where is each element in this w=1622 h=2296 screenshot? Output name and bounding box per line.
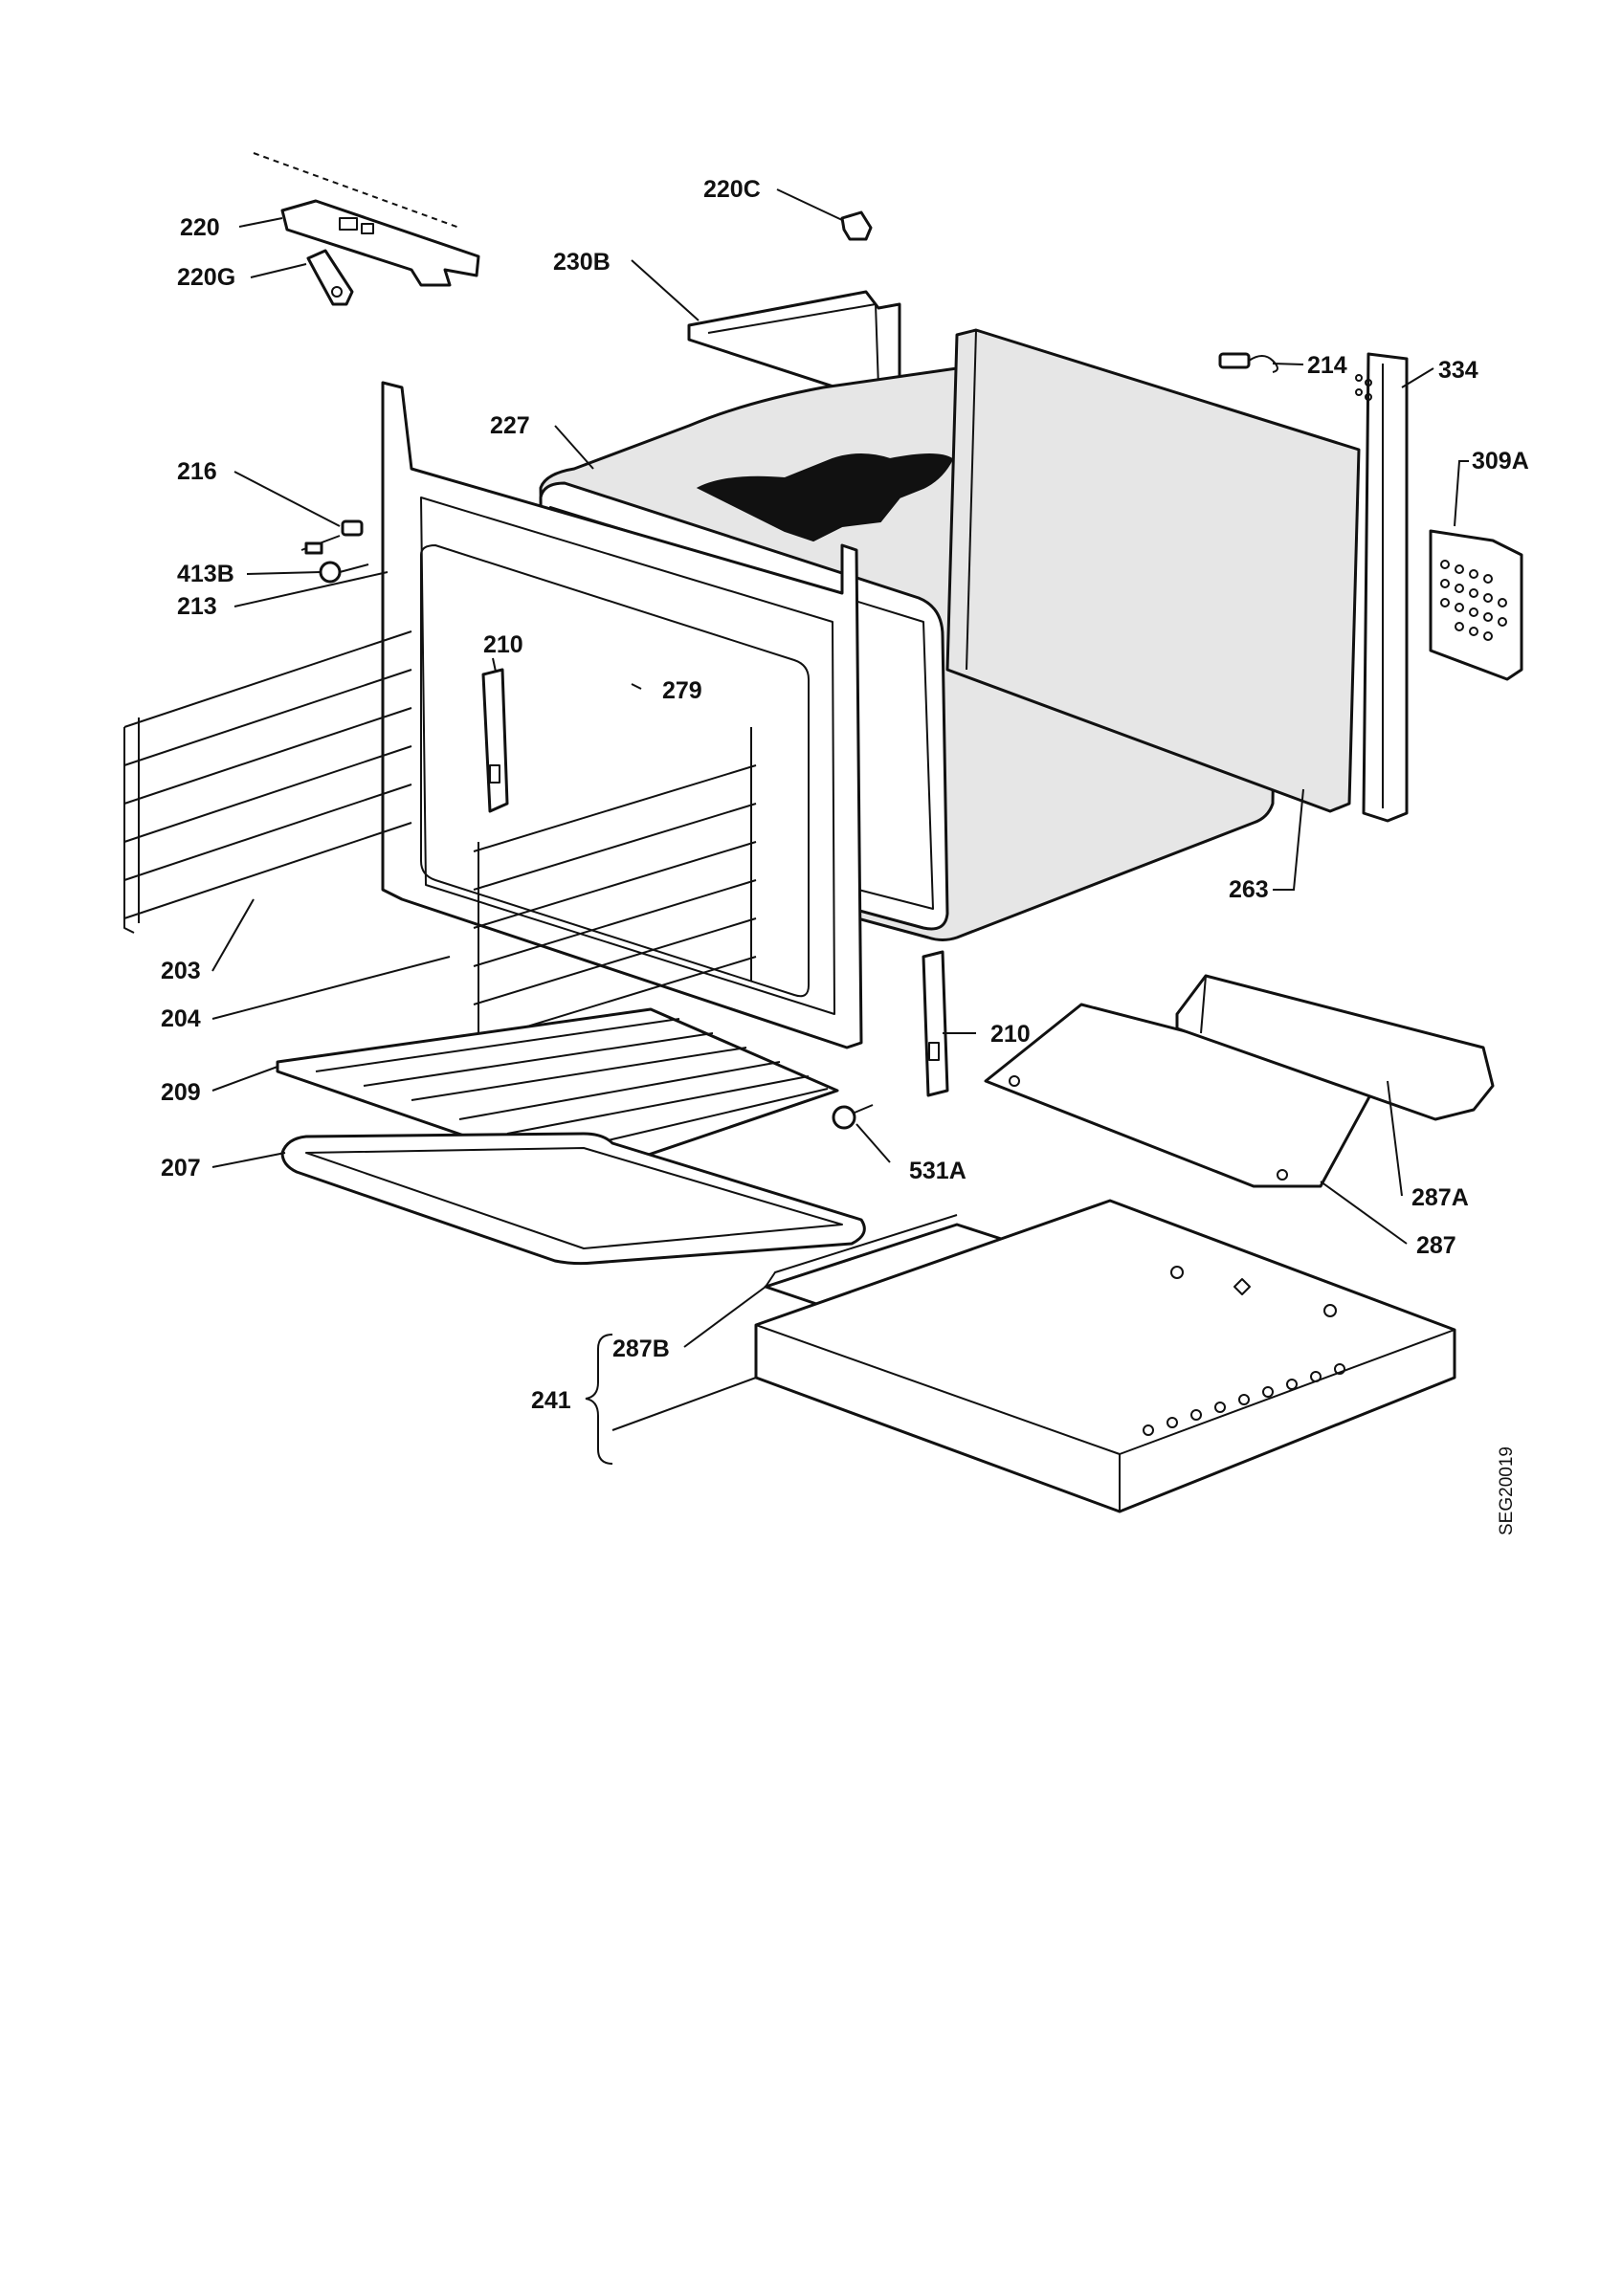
callout-204: 204 — [161, 1005, 201, 1032]
callout-334: 334 — [1438, 357, 1478, 384]
leader-lines — [211, 188, 1469, 1465]
callout-220C: 220C — [703, 176, 761, 203]
callout-309A: 309A — [1472, 448, 1529, 475]
callout-220: 220 — [180, 214, 220, 241]
callout-413B: 413B — [177, 561, 234, 587]
callout-230B: 230B — [553, 249, 611, 276]
part-214-sensor — [1218, 352, 1278, 373]
callout-287: 287 — [1416, 1232, 1456, 1259]
callout-279: 279 — [662, 677, 702, 704]
part-309A-back-plate — [1429, 529, 1523, 681]
callout-labels: 220 220C 220G 230B 214 334 227 309A 216 … — [161, 176, 1529, 1535]
part-241-bottom-tray — [754, 1199, 1456, 1513]
callout-216: 216 — [177, 458, 217, 485]
part-203-left-runner — [123, 630, 412, 934]
callout-203: 203 — [161, 958, 201, 984]
callout-213: 213 — [177, 593, 217, 620]
part-216-screw — [300, 519, 364, 555]
part-263-insulation — [945, 328, 1361, 813]
part-207-baking-tray — [280, 1132, 866, 1266]
part-531A-screw — [832, 1104, 874, 1130]
callout-287A: 287A — [1411, 1184, 1469, 1211]
callout-241: 241 — [531, 1387, 571, 1414]
callout-287B: 287B — [612, 1336, 670, 1362]
callout-207: 207 — [161, 1155, 201, 1181]
part-287-shield — [984, 1003, 1380, 1188]
callout-210-upper: 210 — [483, 631, 523, 658]
callout-214: 214 — [1307, 352, 1347, 379]
part-209-wire-shelf — [276, 1007, 839, 1179]
part-287A-channel — [1175, 974, 1495, 1121]
callout-220G: 220G — [177, 264, 235, 291]
part-334-side-panel — [1355, 352, 1409, 823]
callout-263: 263 — [1229, 876, 1269, 903]
part-220G-hook — [306, 249, 354, 306]
part-413B-screw — [319, 561, 369, 584]
callout-531A: 531A — [909, 1158, 967, 1184]
drawing-code: SEG20019 — [1497, 1446, 1517, 1535]
callout-227: 227 — [490, 412, 530, 439]
callout-210-lower: 210 — [990, 1021, 1031, 1048]
part-210-bracket-lower — [922, 950, 949, 1097]
part-220C-clip — [840, 210, 873, 241]
callout-209: 209 — [161, 1079, 201, 1106]
part-220-rail-bracket — [253, 152, 480, 287]
